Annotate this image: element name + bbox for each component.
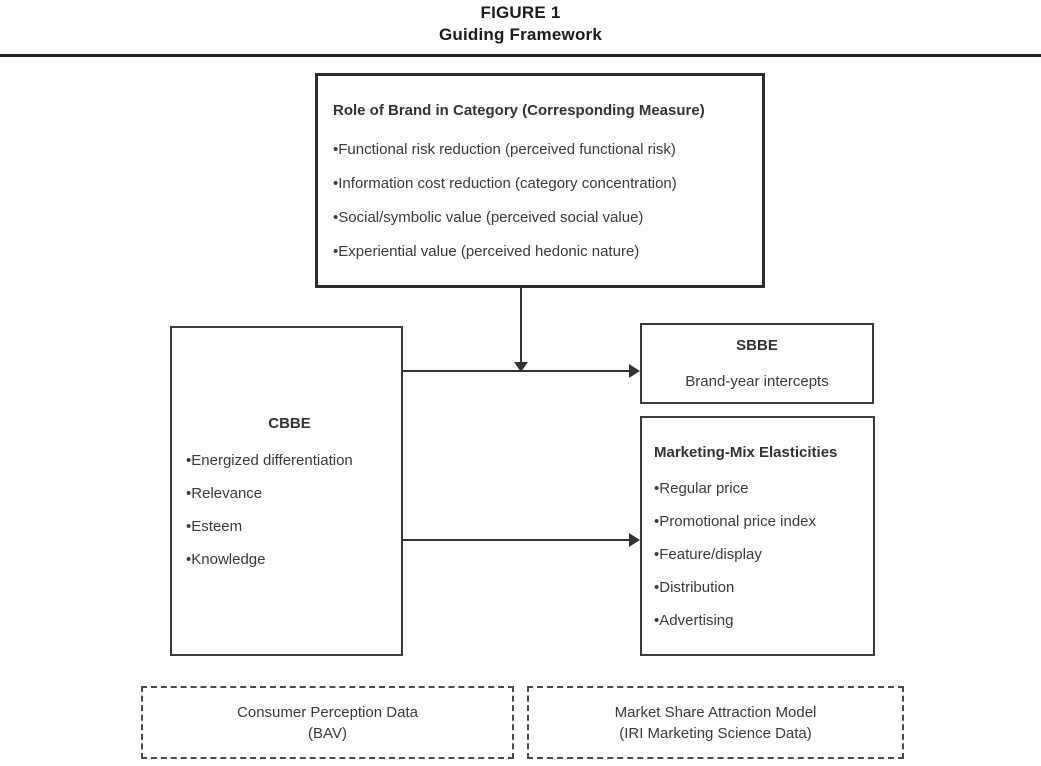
arrow-cbbe-to-sbbe-line — [402, 370, 630, 372]
marketing-mix-box-items: Regular price Promotional price index Fe… — [654, 479, 867, 630]
bullet-item: Experiential value (perceived hedonic na… — [333, 242, 752, 261]
figure-label: FIGURE 1 — [480, 3, 561, 22]
divider-rule — [0, 54, 1041, 57]
bullet-item: Information cost reduction (category con… — [333, 174, 752, 193]
consumer-perception-data-line2: (BAV) — [308, 724, 347, 742]
marketing-mix-box-title: Marketing-Mix Elasticities — [654, 443, 838, 461]
cbbe-box-items: Energized differentiation Relevance Este… — [186, 451, 393, 569]
cbbe-box: CBBE Energized differentiation Relevance… — [170, 326, 403, 656]
figure-title: Guiding Framework — [438, 25, 603, 44]
bullet-item: Energized differentiation — [186, 451, 393, 470]
consumer-perception-data-box: Consumer Perception Data (BAV) — [141, 686, 514, 759]
bullet-item: Esteem — [186, 517, 393, 536]
bullet-item: Feature/display — [654, 545, 867, 564]
arrow-role-to-link-head-icon — [514, 362, 528, 372]
arrow-cbbe-to-elasticities-line — [402, 539, 630, 541]
market-share-model-line1: Market Share Attraction Model — [614, 703, 817, 721]
role-of-brand-box-title: Role of Brand in Category (Corresponding… — [333, 101, 705, 119]
market-share-model-line2: (IRI Marketing Science Data) — [619, 724, 812, 742]
bullet-item: Relevance — [186, 484, 393, 503]
bullet-item: Promotional price index — [654, 512, 867, 531]
marketing-mix-box: Marketing-Mix Elasticities Regular price… — [640, 416, 875, 656]
sbbe-box: SBBE Brand-year intercepts — [640, 323, 874, 404]
role-of-brand-box: Role of Brand in Category (Corresponding… — [315, 73, 765, 288]
bullet-item: Regular price — [654, 479, 867, 498]
arrow-cbbe-to-sbbe-head-icon — [629, 364, 640, 378]
cbbe-box-title: CBBE — [268, 414, 311, 432]
bullet-item: Social/symbolic value (perceived social … — [333, 208, 752, 227]
role-of-brand-box-items: Functional risk reduction (perceived fun… — [333, 140, 752, 261]
market-share-model-box: Market Share Attraction Model (IRI Marke… — [527, 686, 904, 759]
bullet-item: Functional risk reduction (perceived fun… — [333, 140, 752, 159]
arrow-role-to-link-line — [520, 288, 522, 363]
bullet-item: Distribution — [654, 578, 867, 597]
bullet-item: Knowledge — [186, 550, 393, 569]
sbbe-box-title: SBBE — [736, 337, 778, 354]
consumer-perception-data-line1: Consumer Perception Data — [237, 703, 418, 721]
arrow-cbbe-to-elasticities-head-icon — [629, 533, 640, 547]
bullet-item: Advertising — [654, 611, 867, 630]
sbbe-box-subtitle: Brand-year intercepts — [685, 373, 829, 390]
